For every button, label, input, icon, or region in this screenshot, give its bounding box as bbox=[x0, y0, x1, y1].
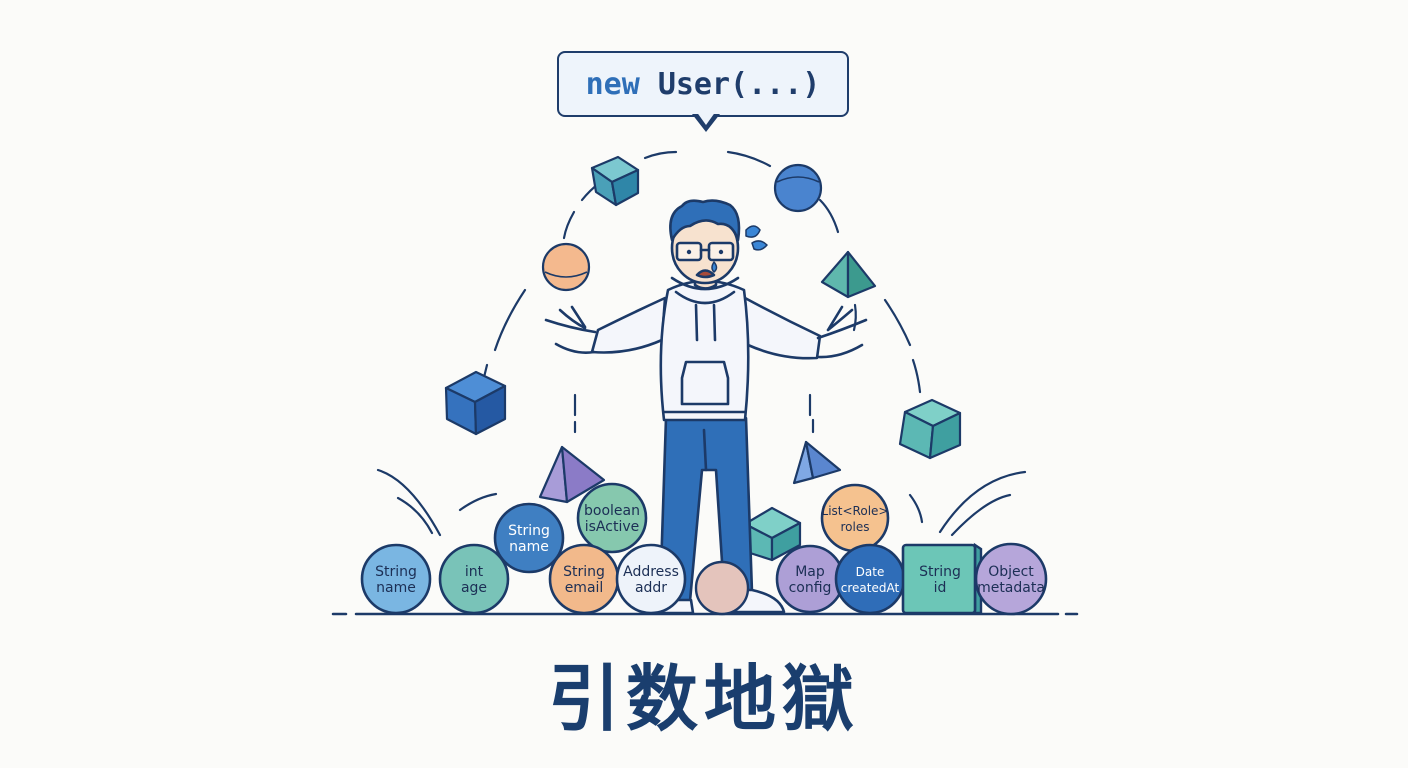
left-arm bbox=[590, 296, 667, 354]
speech-bubble: new User(...) bbox=[557, 51, 849, 117]
sphere-orange bbox=[541, 242, 591, 292]
mouth bbox=[695, 269, 716, 279]
param-shape bbox=[974, 542, 1048, 616]
juggled-shapes bbox=[444, 155, 962, 562]
param-type: String bbox=[508, 523, 550, 539]
param-shape bbox=[438, 543, 510, 615]
param-shape bbox=[493, 502, 565, 574]
param-ball: Date createdAt bbox=[834, 543, 906, 615]
param-shape bbox=[615, 543, 687, 615]
param-name: name bbox=[509, 539, 549, 555]
param-name: metadata bbox=[977, 580, 1045, 596]
sweat-drop bbox=[711, 261, 718, 273]
param-name: addr bbox=[635, 580, 667, 596]
pyramid-blue-small bbox=[792, 440, 842, 485]
speech-call: User(...) bbox=[657, 66, 821, 102]
hoodie-pocket bbox=[680, 360, 730, 406]
param-type: String bbox=[375, 564, 417, 580]
param-name: id bbox=[934, 580, 947, 596]
param-name: name bbox=[376, 580, 416, 596]
param-type: String bbox=[563, 564, 605, 580]
cube-right-teal bbox=[898, 398, 962, 460]
motion-lines bbox=[376, 150, 1027, 537]
param-shape bbox=[834, 543, 906, 615]
partial-ball bbox=[694, 560, 750, 616]
pyramid-teal bbox=[820, 250, 877, 299]
param-name: roles bbox=[841, 520, 870, 534]
right-hand bbox=[816, 305, 868, 359]
page-title: 引数地獄 bbox=[547, 657, 860, 741]
param-ball: List<Role> roles bbox=[820, 483, 890, 553]
jeans-seam bbox=[702, 428, 708, 472]
param-type: Address bbox=[623, 564, 679, 580]
param-shape bbox=[360, 543, 432, 615]
speech-keyword: new bbox=[585, 66, 640, 102]
param-shape bbox=[576, 482, 648, 554]
hoodie-string-right bbox=[712, 303, 717, 342]
param-type: boolean bbox=[584, 503, 640, 519]
param-type: Object bbox=[988, 564, 1034, 580]
pyramid-purple bbox=[538, 445, 606, 504]
param-name: createdAt bbox=[841, 581, 900, 595]
param-name: isActive bbox=[585, 519, 640, 535]
cube-left-blue bbox=[444, 370, 507, 436]
hoodie-string-left bbox=[694, 303, 699, 342]
param-type: String bbox=[919, 564, 961, 580]
param-type: List<Role> bbox=[822, 504, 889, 518]
right-arm bbox=[743, 296, 822, 360]
hair bbox=[669, 199, 741, 242]
param-type: int bbox=[465, 564, 484, 580]
param-name: config bbox=[789, 580, 832, 596]
cube-top-left bbox=[590, 155, 640, 207]
param-shape bbox=[820, 483, 890, 553]
left-hand bbox=[544, 305, 597, 354]
parameter-pile: StringnameintageStringnamebooleanisActiv… bbox=[360, 482, 1048, 616]
developer-character bbox=[544, 199, 868, 615]
sphere-top-right bbox=[773, 163, 823, 213]
hood-collar bbox=[674, 290, 736, 305]
param-type: Map bbox=[795, 564, 825, 580]
param-name: age bbox=[461, 580, 487, 596]
param-type: Date bbox=[856, 565, 885, 579]
speech-bubble-tail bbox=[692, 111, 720, 132]
param-name: email bbox=[565, 580, 604, 596]
